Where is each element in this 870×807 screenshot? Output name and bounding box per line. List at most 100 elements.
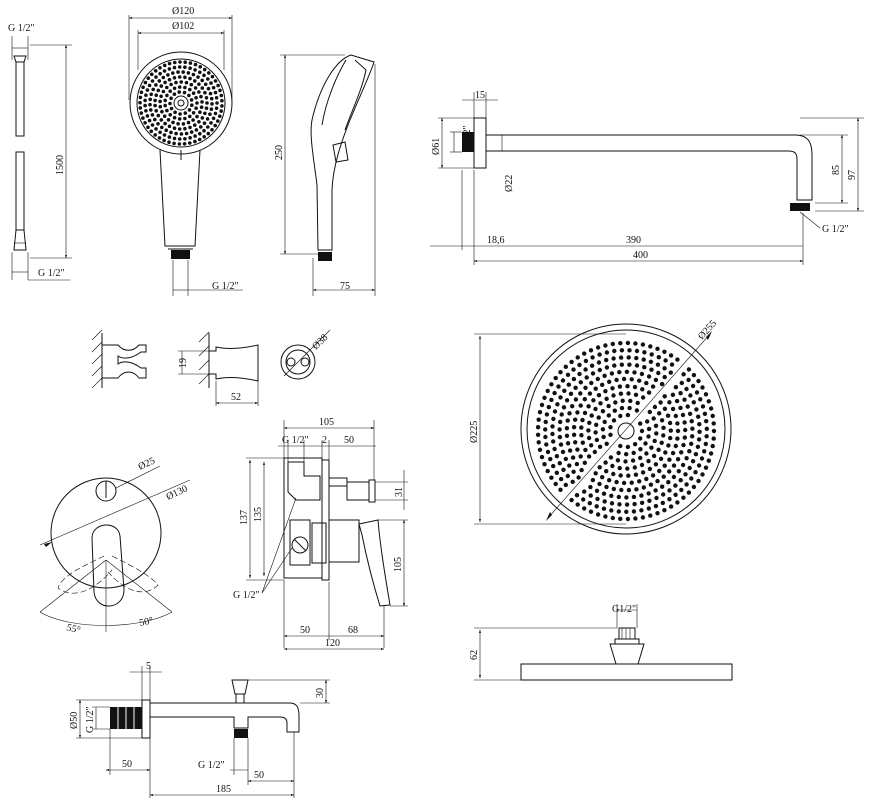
nozzle-dot bbox=[165, 85, 169, 90]
nozzle-dot bbox=[187, 93, 191, 98]
nozzle-dot bbox=[619, 348, 625, 353]
nozzle-dot bbox=[147, 118, 152, 123]
nozzle-dot bbox=[543, 427, 548, 432]
nozzle-dot bbox=[186, 120, 191, 125]
nozzle-dot bbox=[557, 461, 562, 466]
nozzle-dot bbox=[564, 398, 570, 403]
nozzle-dot bbox=[593, 386, 598, 391]
nozzle-dot bbox=[609, 508, 614, 513]
nozzle-dot bbox=[662, 406, 668, 411]
nozzle-dot bbox=[632, 501, 637, 507]
nozzle-dot bbox=[165, 108, 169, 113]
nozzle-dot bbox=[646, 390, 652, 395]
nozzle-dot bbox=[198, 70, 202, 75]
nozzle-dot bbox=[553, 375, 558, 381]
nozzle-dot bbox=[597, 444, 603, 449]
nozzle-dot bbox=[182, 90, 187, 95]
nozzle-dot bbox=[143, 103, 147, 108]
nozzle-dot bbox=[213, 123, 217, 128]
nozzle-dot bbox=[592, 449, 597, 455]
nozzle-dot bbox=[697, 422, 702, 427]
nozzle-dot bbox=[618, 341, 623, 346]
nozzle-dot bbox=[614, 479, 619, 485]
nozzle-dot bbox=[704, 419, 709, 424]
nozzle-dot bbox=[711, 436, 716, 441]
arm-drop-inner-label: 85 bbox=[831, 165, 842, 175]
nozzle-dot bbox=[579, 425, 584, 430]
nozzle-dot bbox=[619, 405, 625, 411]
nozzle-dot bbox=[208, 91, 213, 96]
nozzle-dot bbox=[206, 131, 211, 136]
nozzle-dot bbox=[546, 404, 551, 410]
nozzle-dot bbox=[210, 74, 215, 79]
nozzle-dot bbox=[666, 480, 671, 485]
nozzle-dot bbox=[627, 405, 632, 411]
arm-pipe-diameter-label: Ø22 bbox=[504, 175, 515, 192]
spout-thread-in-label: G 1/2" bbox=[85, 706, 96, 733]
nozzle-dot bbox=[158, 71, 162, 76]
nozzle-dot bbox=[564, 426, 570, 431]
nozzle-dot bbox=[151, 87, 155, 92]
nozzle-dot bbox=[154, 83, 158, 87]
nozzle-dot bbox=[203, 82, 208, 87]
nozzle-dot bbox=[691, 372, 697, 378]
nozzle-dot bbox=[646, 491, 651, 496]
spout-length-label: 185 bbox=[216, 784, 231, 795]
nozzle-dot bbox=[611, 471, 616, 477]
nozzle-dot bbox=[220, 104, 224, 108]
nozzle-dot bbox=[687, 449, 692, 454]
nozzle-dot bbox=[702, 411, 708, 416]
mixer-thread-side-label: G 1/2" bbox=[233, 590, 260, 601]
nozzle-dot bbox=[626, 355, 631, 360]
nozzle-dot bbox=[642, 365, 647, 370]
nozzle-dot bbox=[586, 404, 591, 409]
shower-holder: 19 52 Ø38 bbox=[91, 329, 330, 406]
mixer-thread-top-label: G 1/2" bbox=[282, 435, 309, 446]
nozzle-dot bbox=[197, 90, 201, 94]
nozzle-dot bbox=[194, 106, 198, 110]
nozzle-dot bbox=[708, 451, 714, 456]
nozzle-dot bbox=[600, 409, 606, 414]
nozzle-dot bbox=[582, 351, 587, 356]
nozzle-dot bbox=[154, 127, 158, 131]
nozzle-dot bbox=[590, 371, 596, 376]
nozzle-dot bbox=[566, 382, 571, 387]
nozzle-dot bbox=[703, 465, 709, 470]
nozzle-dot bbox=[610, 386, 615, 391]
nozzle-dot bbox=[703, 441, 708, 447]
nozzle-dot bbox=[582, 410, 588, 416]
nozzle-dot bbox=[639, 371, 645, 377]
nozzle-dot bbox=[656, 447, 661, 452]
nozzle-dot bbox=[188, 125, 192, 130]
nozzle-dot bbox=[188, 66, 192, 70]
nozzle-dot bbox=[552, 446, 557, 452]
nozzle-dot bbox=[697, 429, 702, 434]
arm-drop-outer-label: 97 bbox=[847, 170, 858, 180]
nozzle-dot bbox=[700, 472, 705, 477]
nozzle-dot bbox=[685, 404, 690, 409]
nozzle-dot bbox=[678, 478, 683, 483]
nozzle-dot bbox=[200, 100, 204, 104]
hand-shower-depth-label: 75 bbox=[340, 281, 350, 292]
nozzle-dot bbox=[601, 491, 607, 496]
nozzle-dot bbox=[202, 67, 207, 72]
hand-shower-outer-diameter-label: Ø120 bbox=[172, 6, 194, 17]
nozzle-dot bbox=[627, 362, 632, 367]
nozzle-dot bbox=[197, 137, 202, 142]
nozzle-dot bbox=[195, 101, 199, 105]
nozzle-dot bbox=[544, 412, 550, 417]
nozzle-dot bbox=[177, 90, 181, 94]
nozzle-dot bbox=[639, 500, 645, 505]
nozzle-dot bbox=[193, 86, 198, 90]
nozzle-dot bbox=[548, 456, 553, 462]
nozzle-dot bbox=[660, 484, 665, 489]
nozzle-dot bbox=[172, 92, 177, 96]
nozzle-dot bbox=[181, 122, 186, 126]
nozzle-dot bbox=[612, 408, 617, 413]
nozzle-dot bbox=[675, 457, 681, 462]
nozzle-dot bbox=[658, 400, 663, 405]
nozzle-dot bbox=[652, 438, 657, 444]
nozzle-dot bbox=[648, 359, 654, 364]
nozzle-dot bbox=[696, 378, 701, 384]
nozzle-dot bbox=[621, 480, 627, 486]
